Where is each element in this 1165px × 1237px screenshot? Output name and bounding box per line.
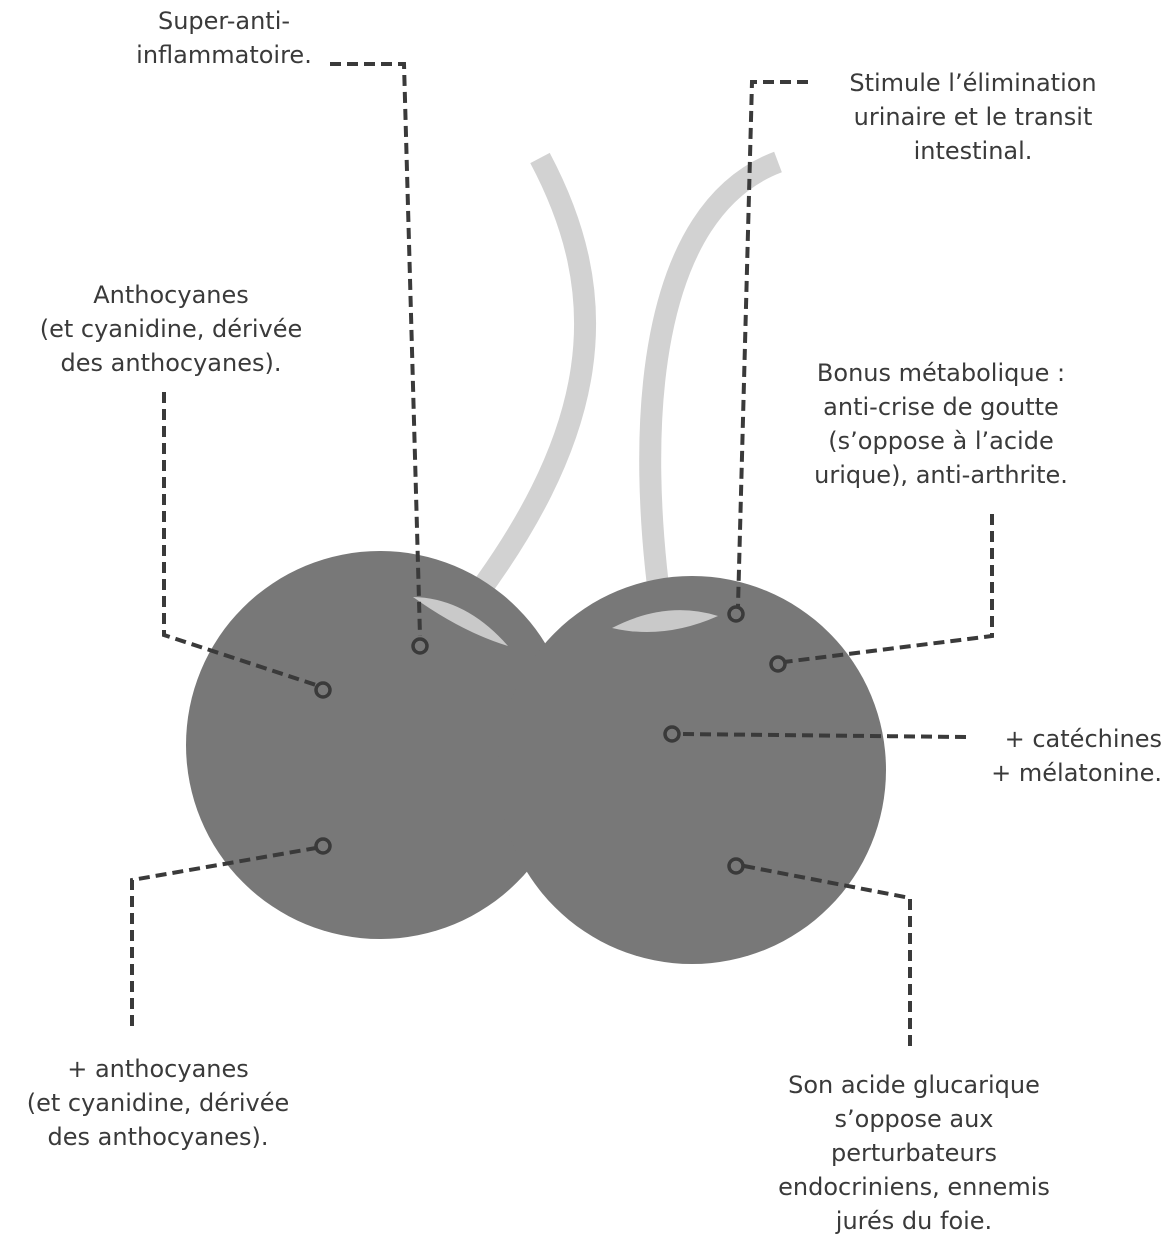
label-line: Anthocyanes	[93, 281, 249, 309]
anchor-dot-stimule-elimination	[727, 605, 745, 623]
cherries	[186, 551, 886, 964]
label-plus-anthocyanes: + anthocyanes (et cyanidine, dérivée des…	[0, 1052, 316, 1154]
label-line: urique), anti-arthrite.	[814, 461, 1068, 489]
label-line: + catéchines	[1004, 725, 1162, 753]
label-line: + mélatonine.	[991, 759, 1162, 787]
left-stem-hollow	[413, 597, 508, 646]
label-line: (et cyanidine, dérivée	[39, 315, 303, 343]
label-line: (s’oppose à l’acide	[828, 427, 1054, 455]
label-line: inflammatoire.	[136, 41, 312, 69]
stems	[439, 151, 783, 639]
label-line: (et cyanidine, dérivée	[26, 1089, 290, 1117]
label-line: urinaire et le transit	[853, 103, 1093, 131]
leader-plus-anthocyanes	[130, 846, 317, 1026]
label-line: s’oppose aux	[834, 1105, 994, 1133]
anchor-dot-super-anti-inflammatoire	[411, 637, 429, 655]
label-super-anti-inflammatoire: Super-anti- inflammatoire.	[104, 4, 344, 72]
label-stimule-elimination: Stimule l’élimination urinaire et le tra…	[818, 66, 1128, 168]
leader-anthocyanes	[162, 392, 317, 687]
leader-super-anti-inflammatoire	[330, 62, 422, 637]
label-line: jurés du foie.	[835, 1207, 993, 1235]
label-line: Super-anti-	[157, 7, 291, 35]
leader-stimule-elimination	[736, 80, 808, 607]
anchor-dots	[314, 605, 787, 875]
label-catechines: + catéchines + mélatonine.	[930, 722, 1162, 790]
label-anthocyanes: Anthocyanes (et cyanidine, dérivée des a…	[0, 278, 342, 380]
label-acide-glucarique: Son acide glucarique s’oppose aux pertur…	[744, 1068, 1084, 1237]
label-line: Bonus métabolique :	[816, 359, 1066, 387]
right-stem-hollow	[612, 610, 718, 632]
right-cherry	[498, 576, 886, 964]
leader-acide-glucarique	[743, 864, 912, 1046]
label-line: perturbateurs	[830, 1139, 998, 1167]
label-line: intestinal.	[913, 137, 1033, 165]
label-line: anti-crise de goutte	[823, 393, 1059, 421]
label-line: endocriniens, ennemis	[778, 1173, 1050, 1201]
anchor-dot-catechines	[663, 725, 681, 743]
label-line: Stimule l’élimination	[849, 69, 1097, 97]
left-stem	[439, 152, 596, 639]
label-line: des anthocyanes).	[60, 349, 282, 377]
right-stem	[639, 151, 783, 632]
leader-catechines	[679, 732, 967, 739]
leader-lines	[130, 62, 994, 1046]
anchor-dot-anthocyanes	[314, 681, 332, 699]
anchor-dot-acide-glucarique	[727, 857, 745, 875]
left-cherry	[186, 551, 574, 939]
anchor-dot-bonus-metabolique	[769, 655, 787, 673]
label-line: + anthocyanes	[67, 1055, 249, 1083]
anchor-dot-plus-anthocyanes	[314, 837, 332, 855]
leader-bonus-metabolique	[783, 514, 994, 664]
label-line: des anthocyanes).	[47, 1123, 269, 1151]
label-line: Son acide glucarique	[788, 1071, 1040, 1099]
label-bonus-metabolique: Bonus métabolique : anti-crise de goutte…	[782, 356, 1100, 492]
